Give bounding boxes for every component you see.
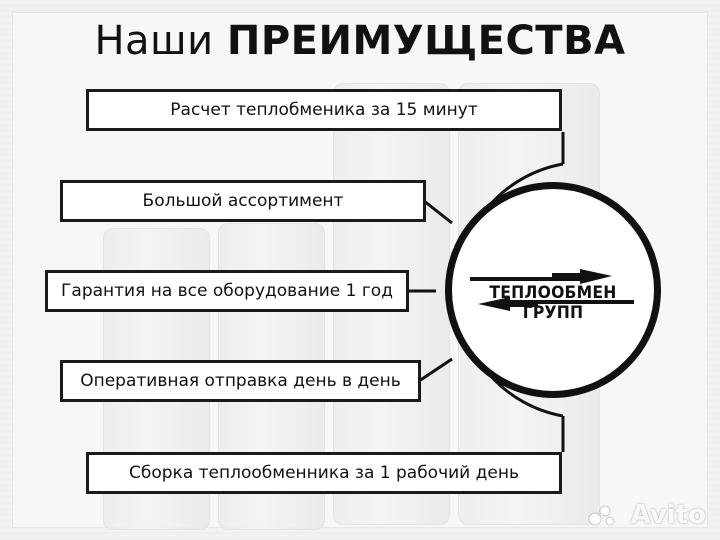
advantage-box-3: Гарантия на все оборудование 1 год: [45, 270, 409, 312]
company-logo: ТЕПЛООБМЕН ГРУПП: [445, 182, 661, 398]
title-light: Наши: [94, 18, 214, 64]
advantage-label: Расчет теплобменика за 15 минут: [170, 100, 478, 120]
advantage-box-2: Большой ассортимент: [60, 180, 426, 222]
advantage-box-5: Сборка теплообменника за 1 рабочий день: [86, 452, 562, 494]
avito-watermark: Avito: [630, 500, 706, 530]
advantage-label: Сборка теплообменника за 1 рабочий день: [129, 463, 519, 483]
advantage-label: Гарантия на все оборудование 1 год: [61, 281, 393, 301]
logo-arrows-icon: [470, 269, 634, 311]
advantage-label: Оперативная отправка день в день: [80, 371, 401, 391]
avito-dots-icon: [588, 505, 615, 526]
connector-line-2: [423, 199, 453, 225]
advantage-box-1: Расчет теплобменика за 15 минут: [86, 89, 562, 131]
advantage-box-4: Оперативная отправка день в день: [60, 360, 421, 402]
logo-text: ТЕПЛООБМЕН ГРУПП: [489, 283, 617, 323]
connector-line-4: [418, 357, 453, 383]
advantage-label: Большой ассортимент: [142, 191, 344, 211]
title-bold: ПРЕИМУЩЕСТВА: [226, 18, 626, 64]
page-title: Наши ПРЕИМУЩЕСТВА: [0, 18, 720, 64]
